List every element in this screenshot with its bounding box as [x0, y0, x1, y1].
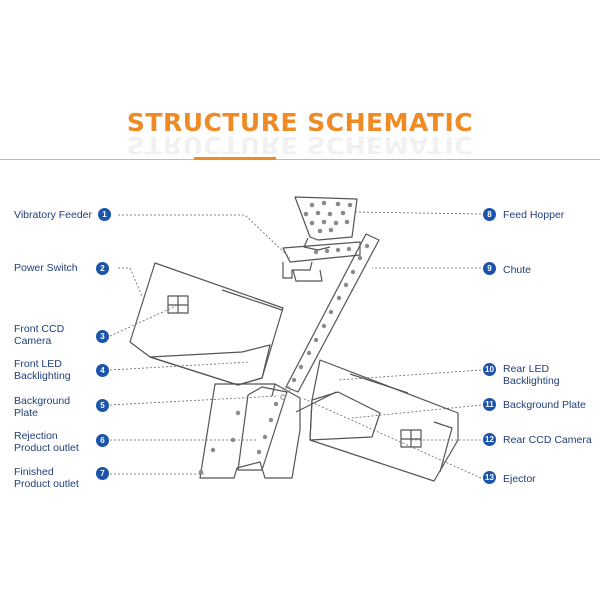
front-camera-lens-face [149, 344, 271, 386]
label-finished-outlet: Finished Product outlet [14, 466, 79, 490]
front-camera-housing [129, 262, 284, 386]
vibratory-feeder-tray [282, 241, 361, 263]
leader-5 [109, 395, 279, 406]
callout-badge-5: 5 [96, 399, 109, 412]
rear-camera-top-rail [349, 373, 409, 394]
callout-badge-2: 2 [96, 262, 109, 275]
title-divider [0, 159, 600, 160]
callout-badge-6: 6 [96, 434, 109, 447]
rear-camera-housing [309, 359, 459, 482]
callout-badge-7: 7 [96, 467, 109, 480]
leader-1 [118, 214, 291, 259]
label-ejector: Ejector [503, 473, 536, 485]
label-chute: Chute [503, 264, 532, 276]
label-rear-led-backlighting: Rear LED Backlighting [503, 363, 560, 387]
callout-badge-12: 12 [483, 433, 496, 446]
leader-4 [109, 361, 251, 371]
outlet-body [199, 383, 301, 479]
label-vibratory-feeder: Vibratory Feeder [14, 209, 93, 221]
leader-13 [301, 397, 482, 479]
label-rear-ccd-camera: Rear CCD Camera [503, 434, 592, 446]
label-front-ccd-camera: Front CCD Camera [14, 323, 65, 347]
leader-11 [351, 404, 482, 419]
callout-badge-9: 9 [483, 262, 496, 275]
chute [285, 233, 380, 393]
label-background-plate-rear: Background Plate [503, 399, 586, 411]
callout-badge-3: 3 [96, 330, 109, 343]
rejection-outlet [237, 386, 288, 471]
label-background-plate-front: Background Plate [14, 395, 71, 419]
callout-badge-1: 1 [98, 208, 111, 221]
leader-8 [355, 211, 482, 215]
callout-badge-11: 11 [483, 398, 496, 411]
label-rejection-outlet: Rejection Product outlet [14, 430, 79, 454]
title-accent-bar [194, 157, 276, 160]
callout-badge-8: 8 [483, 208, 496, 221]
callout-badge-4: 4 [96, 364, 109, 377]
feed-hopper [294, 196, 358, 241]
front-camera-top-rail [221, 289, 283, 311]
leader-2 [118, 267, 143, 297]
label-feed-hopper: Feed Hopper [503, 209, 565, 221]
label-front-led-backlighting: Front LED Backlighting [14, 358, 71, 382]
diagram-title: STRUCTURE SCHEMATIC [126, 108, 474, 137]
leader-3 [109, 305, 177, 337]
label-power-switch: Power Switch [14, 262, 78, 274]
callout-badge-13: 13 [483, 471, 496, 484]
callout-badge-10: 10 [483, 363, 496, 376]
vibratory-feeder-base [282, 261, 313, 279]
